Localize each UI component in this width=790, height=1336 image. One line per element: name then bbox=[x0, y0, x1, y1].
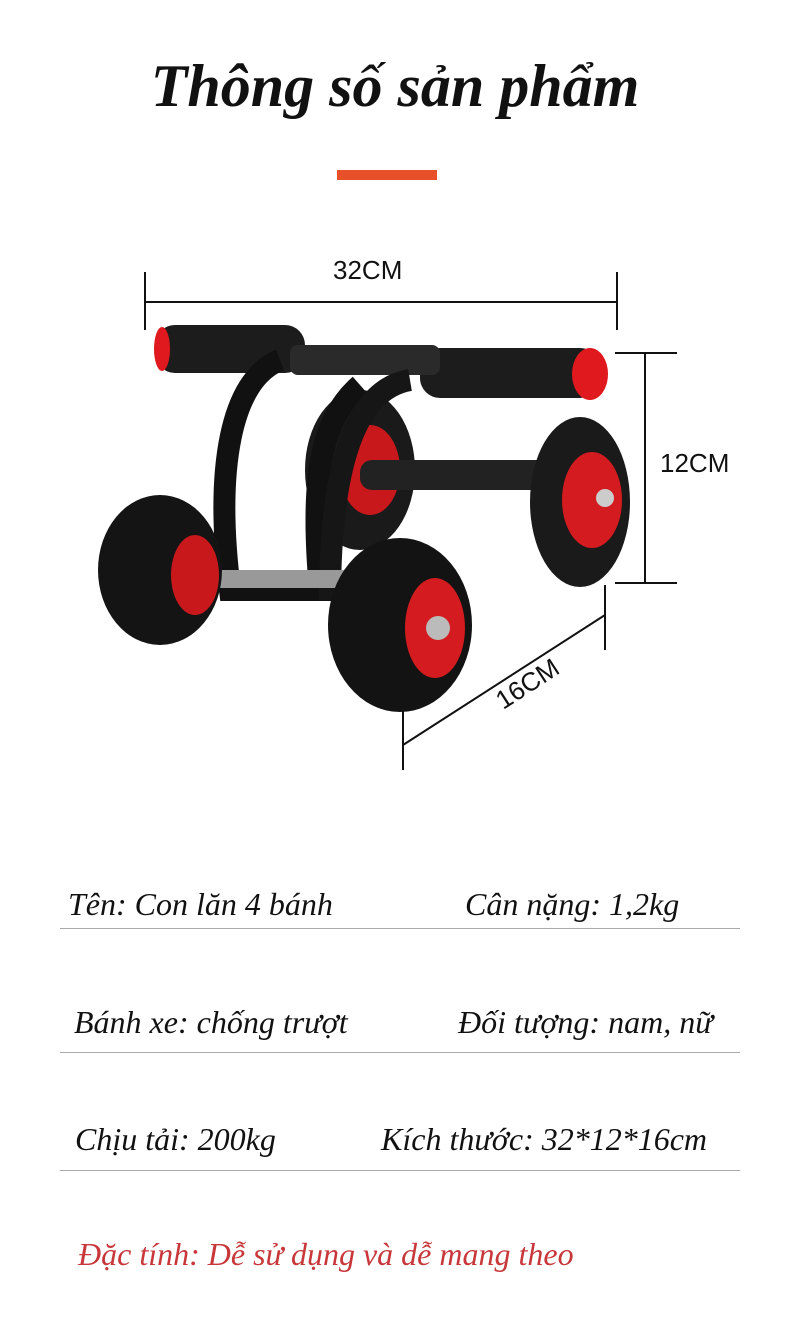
divider bbox=[60, 1170, 740, 1171]
spec-audience: Đối tượng: nam, nữ bbox=[458, 1004, 713, 1040]
dimension-lines bbox=[144, 272, 677, 770]
divider bbox=[60, 1052, 740, 1053]
spec-load: Chịu tải: 200kg bbox=[75, 1121, 276, 1157]
title-accent-bar bbox=[337, 170, 437, 180]
feature-text: Đặc tính: Dễ sử dụng và dễ mang theo bbox=[78, 1236, 574, 1272]
spec-name: Tên: Con lăn 4 bánh bbox=[68, 886, 333, 922]
ab-roller-image bbox=[98, 325, 630, 712]
spec-wheel: Bánh xe: chống trượt bbox=[74, 1004, 348, 1040]
divider bbox=[60, 928, 740, 929]
page-title: Thông số sản phẩm bbox=[150, 53, 640, 119]
spec-size: Kích thước: 32*12*16cm bbox=[381, 1121, 708, 1157]
spec-weight: Cân nặng: 1,2kg bbox=[465, 886, 680, 922]
height-dimension-label: 12CM bbox=[660, 448, 730, 478]
width-dimension-label: 32CM bbox=[333, 255, 403, 285]
